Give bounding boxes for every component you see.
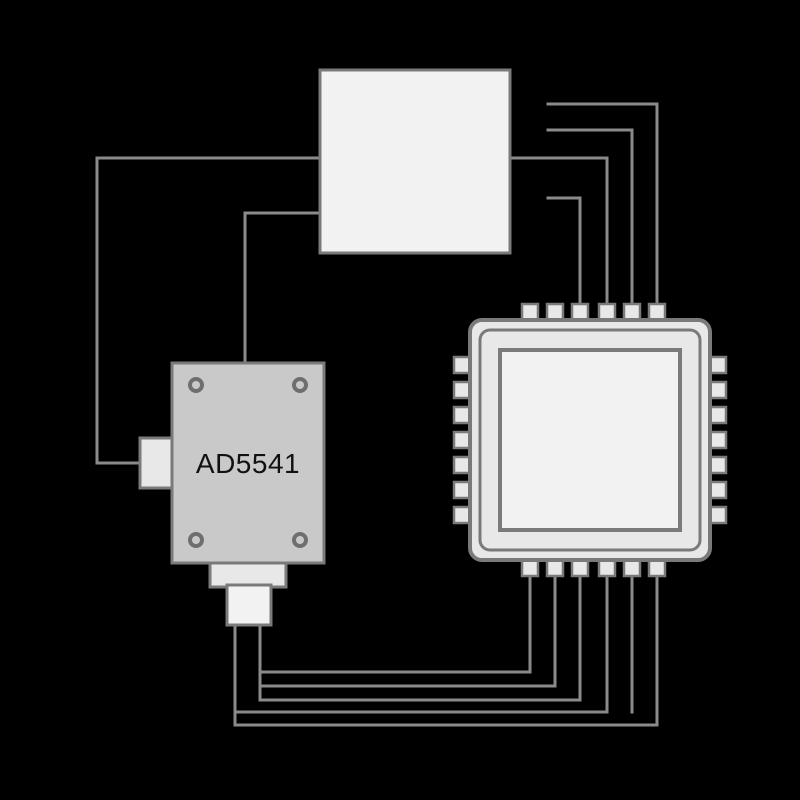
wire-top-block-to-dac-top [243, 211, 324, 365]
dac-body [170, 361, 326, 565]
wire-dac-bus-1 [258, 576, 532, 674]
wire-dac-bus-2 [258, 576, 557, 688]
wire-dac-bus-5 [233, 576, 659, 727]
mcu-die [498, 348, 682, 532]
dac-label: AD5541 [196, 448, 300, 479]
wire-dac-bus-3 [258, 576, 582, 702]
top-module-block [318, 68, 512, 255]
wire-spi-1 [546, 102, 659, 308]
wire-top-block-to-dac-side [95, 156, 324, 465]
wire-spi-2 [546, 128, 634, 308]
dac-bottom-connector-lower [225, 583, 273, 627]
dac-chip: AD5541 [138, 361, 326, 627]
mcu-package-inner-ring [478, 328, 702, 552]
wire-spi-3 [508, 156, 609, 308]
microcontroller-chip [452, 302, 728, 578]
dac-side-connector [138, 436, 176, 490]
dac-bottom-connector-upper [208, 561, 288, 589]
wires [95, 102, 659, 727]
wire-dac-bus-4 [233, 576, 609, 714]
wire-spi-4 [546, 196, 582, 308]
